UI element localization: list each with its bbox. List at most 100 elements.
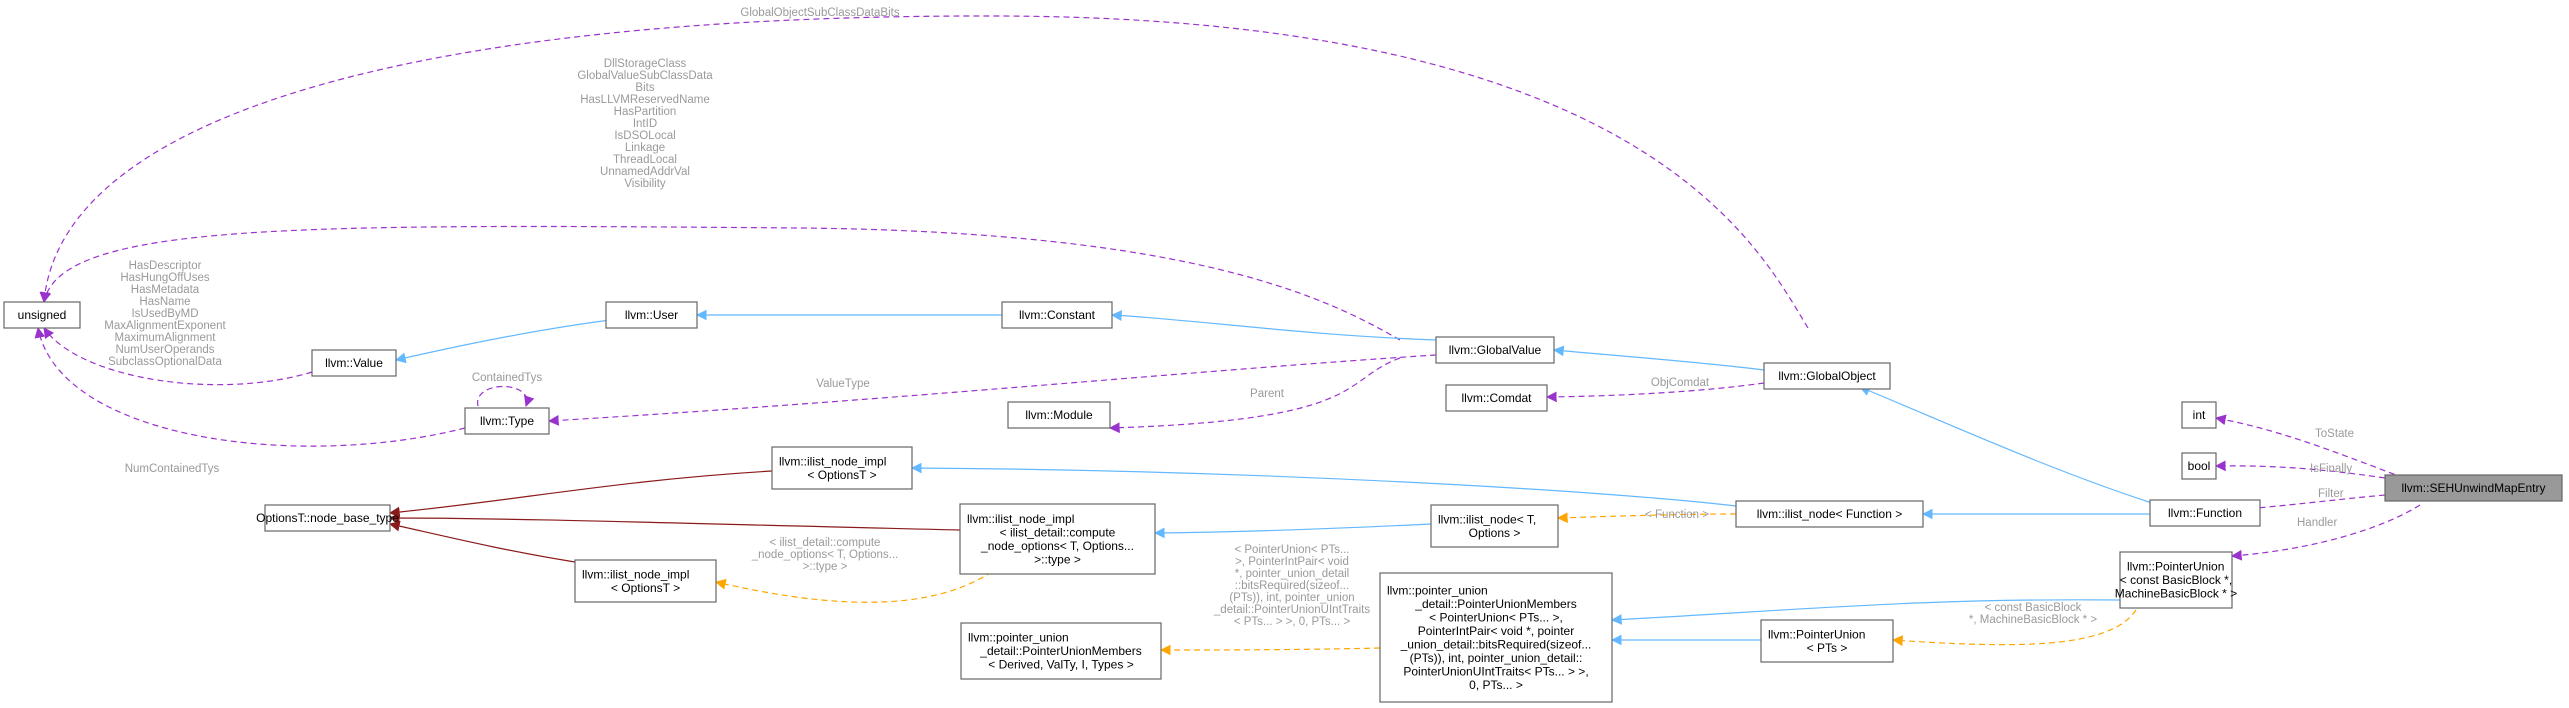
edge-seh-function [2214,494,2386,516]
edge-globalobject-unsigned [39,15,1809,329]
node-label: < const BasicBlock *, [2120,573,2232,587]
node-type[interactable]: llvm::Type [464,407,550,435]
edge-label-line: IntID [633,118,657,130]
node-bool[interactable]: bool [2181,452,2217,480]
edge-label-line: ValueType [816,378,870,390]
node-label: OptionsT::node_base_type [256,511,399,525]
edge-label-seh-int: ToState [2315,428,2354,440]
edge-label-line: MaximumAlignment [115,332,217,344]
edge-label-gv-module: Parent [1250,388,1285,400]
edge-label-gv-type: ValueType [816,378,870,390]
node-label: llvm::ilist_node_impl [779,454,886,468]
node-label: llvm::Value [325,356,383,370]
node-comdat[interactable]: llvm::Comdat [1445,384,1548,412]
node-label: < OptionsT > [611,581,680,595]
node-ilist-node-t[interactable]: llvm::ilist_node< T,Options > [1430,504,1559,548]
edge-ilistnodef-ilistnodet [1556,512,1737,524]
node-ilist-impl-mid[interactable]: llvm::ilist_node_impl< ilist_detail::com… [959,503,1156,575]
node-box [1001,301,1113,329]
edge-label-go-comdat: ObjComdat [1651,377,1710,389]
edge-globalvalue-constant [1110,310,1437,341]
edge-label-line: Bits [635,82,654,94]
node-int[interactable]: int [2181,401,2217,429]
edge-function-globalobject [1859,385,2153,504]
node-box [2181,452,2217,480]
node-box [464,407,550,435]
node-pu-members-generic[interactable]: llvm::pointer_union_detail::PointerUnion… [960,622,1162,680]
edge-label-pu-tpl-members: < PointerUnion< PTs...>, PointerIntPair<… [1213,544,1370,628]
edge-label-line: Visibility [624,178,666,190]
node-label: llvm::Function [2168,506,2242,520]
edge-label-line: ::bitsRequired(sizeof... [1235,580,1349,592]
node-label: PointerUnionUIntTraits< PTs... > >, [1403,664,1588,678]
node-box [1763,362,1891,390]
node-module[interactable]: llvm::Module [1007,401,1111,429]
edge-label-line: ThreadLocal [613,154,677,166]
edge-label-line: Linkage [625,142,665,154]
edge-impllow-nodebase [388,520,576,563]
node-label: 0, PTs... > [1469,678,1523,692]
node-label: llvm::Comdat [1461,391,1532,405]
edge-label-line: >, PointerIntPair< void [1235,556,1349,568]
edge-label-line: Parent [1250,388,1285,400]
edge-label-go-unsigned: GlobalObjectSubClassDataBits [740,7,899,19]
node-globalvalue[interactable]: llvm::GlobalValue [1435,336,1555,364]
edge-label-line: SubclassOptionalData [108,356,222,368]
edge-label-line: _node_options< T, Options... [751,549,899,561]
node-label: unsigned [18,308,67,322]
node-box [959,503,1156,575]
edge-label-line: HasHungOffUses [120,272,210,284]
node-label: llvm::GlobalObject [1778,369,1876,383]
node-label: _node_options< T, Options... [980,539,1134,553]
node-user[interactable]: llvm::User [605,301,698,329]
node-label: >::type > [1034,552,1081,566]
node-sehentry: llvm::SEHUnwindMapEntry [2384,474,2563,502]
edge-label-line: Filter [2318,488,2344,500]
edge-seh-int [2214,414,2405,479]
node-label: (PTs)), int, pointer_union_detail:: [1410,651,1583,665]
edge-ilistnodef-impltop [910,462,1737,507]
node-label: llvm::Constant [1019,308,1096,322]
node-unsigned[interactable]: unsigned [3,301,81,329]
node-pu-pts[interactable]: llvm::PointerUnion< PTs > [1760,619,1894,663]
node-ilist-node-f[interactable]: llvm::ilist_node< Function > [1735,500,1924,528]
node-box [605,301,698,329]
node-box [2119,551,2233,609]
edge-label-line: >::type > [803,561,848,573]
node-constant[interactable]: llvm::Constant [1001,301,1113,329]
edge-label-line: < ilist_detail::compute [770,537,881,549]
edge-globalobject-comdat [1545,382,1765,403]
node-label: _detail::PointerUnionMembers [1414,597,1576,611]
edge-label-ilist-tpl-impl: < ilist_detail::compute_node_options< T,… [751,537,899,573]
node-label: llvm::PointerUnion [2127,560,2224,574]
edge-label-line: IsFinally [2310,463,2352,475]
node-pu-members-spec[interactable]: llvm::pointer_union_detail::PointerUnion… [1379,572,1613,703]
edge-label-type-unsigned: NumContainedTys [125,463,220,475]
edge-label-line: HasName [139,296,190,308]
node-label: llvm::GlobalValue [1449,343,1542,357]
edge-label-line: NumUserOperands [115,344,214,356]
edge-label-pu-tpl-bb: < const BasicBlock*, MachineBasicBlock *… [1969,602,2097,626]
node-label: llvm::User [625,308,678,322]
node-value[interactable]: llvm::Value [311,349,397,377]
node-ilist-impl-low[interactable]: llvm::ilist_node_impl< OptionsT > [574,559,717,603]
edge-label-line: IsUsedByMD [131,308,198,320]
node-box [1430,504,1559,548]
node-box [3,301,81,329]
edge-label-line: HasMetadata [131,284,200,296]
node-function[interactable]: llvm::Function [2149,499,2261,527]
node-pu-bb[interactable]: llvm::PointerUnion< const BasicBlock *,M… [2115,551,2237,609]
edge-implmid-nodebase [388,512,961,531]
node-box [1435,336,1555,364]
edge-globalobject-globalvalue [1552,345,1765,371]
node-ilist-impl-top[interactable]: llvm::ilist_node_impl< OptionsT > [771,446,913,490]
node-label: llvm::pointer_union [968,631,1069,645]
edge-label-line: (PTs)), int, pointer_union [1229,592,1354,604]
edge-ilistnodet-implmid [1153,523,1432,539]
node-globalobject[interactable]: llvm::GlobalObject [1763,362,1891,390]
edge-label-ilist-tpl-f: < Function > [1645,509,1709,521]
node-nodebase[interactable]: OptionsT::node_base_type [256,504,399,532]
node-label: llvm::PointerUnion [1768,627,1865,641]
node-box [2149,499,2261,527]
edge-label-line: GlobalObjectSubClassDataBits [740,7,899,19]
